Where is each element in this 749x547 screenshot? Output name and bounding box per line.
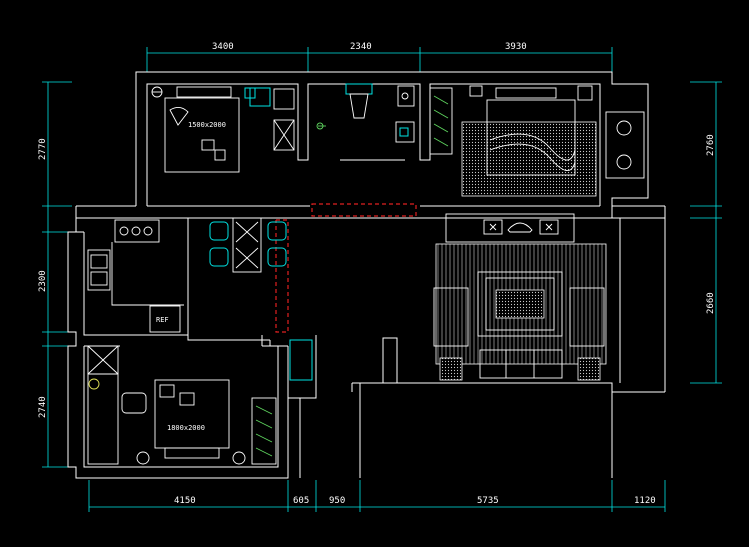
fridge-label: REF bbox=[156, 316, 169, 324]
bedroom-bottom-left bbox=[87, 345, 277, 465]
dim-right-2: 2660 bbox=[706, 292, 716, 314]
walls bbox=[67, 71, 666, 479]
bedroom-top-right bbox=[429, 85, 645, 197]
dim-bottom-4: 5735 bbox=[477, 496, 499, 506]
dimension-lines bbox=[42, 47, 722, 512]
dim-bottom-5: 1120 bbox=[634, 496, 656, 506]
dining bbox=[209, 217, 287, 273]
bed-size-bottom-label: 1800x2000 bbox=[167, 424, 205, 432]
dim-top-2: 2340 bbox=[350, 42, 372, 52]
dim-bottom-1: 4150 bbox=[174, 496, 196, 506]
dim-left-1: 2770 bbox=[38, 138, 48, 160]
dim-bottom-3: 950 bbox=[329, 496, 345, 506]
living-room bbox=[433, 213, 607, 381]
entry-cabinet bbox=[289, 339, 313, 381]
dim-right-1: 2760 bbox=[706, 134, 716, 156]
dim-bottom-2: 605 bbox=[293, 496, 309, 506]
opening-side bbox=[275, 219, 289, 333]
dim-top-3: 3930 bbox=[505, 42, 527, 52]
dim-left-2: 2300 bbox=[38, 270, 48, 292]
bedroom-top-left bbox=[151, 86, 295, 173]
kitchen bbox=[87, 219, 184, 333]
dim-top-1: 3400 bbox=[212, 42, 234, 52]
dim-left-3: 2740 bbox=[38, 396, 48, 418]
bed-size-top-label: 1500x2000 bbox=[188, 121, 226, 129]
opening-top bbox=[311, 203, 417, 217]
bathroom bbox=[316, 83, 415, 161]
